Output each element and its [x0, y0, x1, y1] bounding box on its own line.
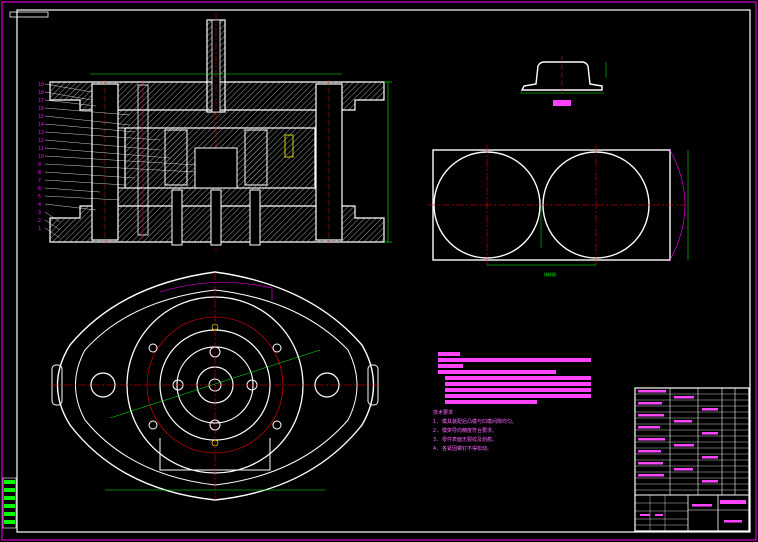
- stamped-part-icon: [520, 61, 603, 91]
- tech-notes: 技术要求 1. 模具装配后凸模与凹模间隙均匀。 2. 模架导向精度符合要求。 3…: [433, 352, 591, 452]
- corner-tag: [9, 11, 49, 18]
- punch-plate: [91, 109, 343, 129]
- part-number: 9: [38, 162, 41, 168]
- part-number: 10: [38, 154, 44, 160]
- tech-note-item: 3. 零件表面无裂纹及划痕。: [433, 436, 497, 443]
- punch-left: [164, 129, 188, 186]
- part-number: 5: [38, 194, 41, 200]
- note-bar: [438, 370, 556, 374]
- part-number: 14: [38, 122, 44, 128]
- part-number: 6: [38, 186, 41, 192]
- part-number: 19: [38, 82, 44, 88]
- die-plan-icon: [56, 271, 375, 501]
- part-number: 15: [38, 114, 44, 120]
- note-bar: [445, 382, 591, 386]
- note-bar: [445, 388, 591, 392]
- plan-view: [50, 271, 380, 501]
- tech-note-item: 4. 各紧固螺钉不得松动。: [433, 445, 492, 452]
- part-number: 13: [38, 130, 44, 136]
- part-number: 2: [38, 218, 41, 224]
- note-bar: [438, 352, 460, 356]
- part-number: 4: [38, 202, 41, 208]
- part-number: 7: [38, 178, 41, 184]
- note-bar: [445, 376, 591, 380]
- note-bar: [445, 400, 537, 404]
- note-bar: [438, 364, 463, 368]
- part-number: 17: [38, 98, 44, 104]
- part-number: 1: [38, 226, 41, 232]
- strip-label: 排样图: [544, 271, 556, 277]
- left-edge-marker: [2, 477, 17, 529]
- note-bar: [438, 358, 591, 362]
- part-number: 18: [38, 90, 44, 96]
- tech-note-item: 2. 模架导向精度符合要求。: [433, 427, 497, 434]
- section-view: 19 18 17 16 15 14 13 12 11 10 9 8 7 6 5 …: [38, 14, 392, 250]
- part-number: 16: [38, 106, 44, 112]
- inner-frame: [16, 9, 751, 533]
- part-number: 12: [38, 138, 44, 144]
- punch-right: [244, 129, 268, 186]
- part-number: 11: [38, 146, 44, 152]
- note-bar: [445, 394, 591, 398]
- tech-note-item: 1. 模具装配后凸模与凹模间隙均匀。: [433, 418, 517, 425]
- title-block-table-icon: [634, 387, 750, 532]
- part-number-column: 19 18 17 16 15 14 13 12 11 10 9 8 7 6 5 …: [38, 82, 44, 232]
- product-view: [520, 56, 607, 106]
- part-number: 3: [38, 210, 41, 216]
- center-punch: [194, 147, 238, 189]
- tech-notes-title: 技术要求: [433, 409, 453, 416]
- product-label-plate: [553, 100, 571, 106]
- part-number: 8: [38, 170, 41, 176]
- strip-layout-view: 排样图: [428, 145, 689, 277]
